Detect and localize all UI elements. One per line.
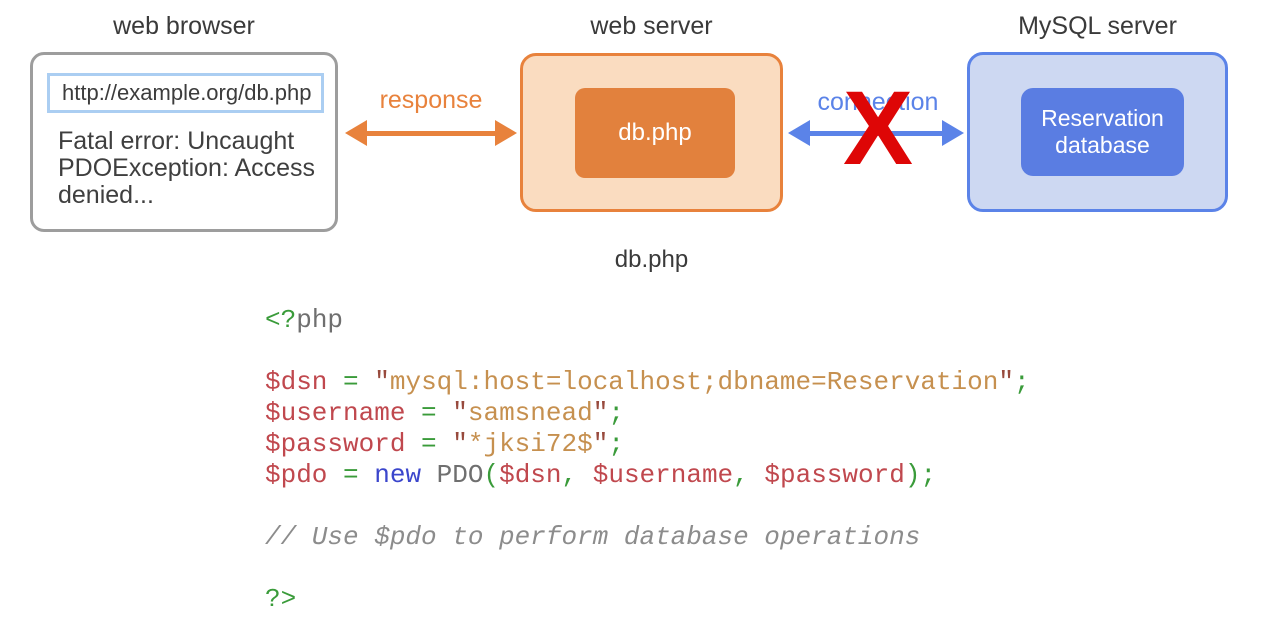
- error-line: PDOException: Access: [58, 154, 316, 182]
- reservation-database-label-line2: database: [1055, 132, 1150, 158]
- connection-arrow-line: [806, 131, 944, 136]
- dbphp-caption: db.php: [614, 246, 689, 273]
- browser-box: http://example.org/db.php Fatal error: U…: [30, 52, 338, 232]
- connection-label: connection: [817, 88, 939, 116]
- mysql-box: Reservation database: [967, 52, 1228, 212]
- error-line: Fatal error: Uncaught: [58, 127, 295, 155]
- dbphp-script-label: db.php: [618, 119, 692, 146]
- response-arrow-line: [363, 131, 499, 136]
- connection-arrow-left-head-icon: [788, 120, 810, 146]
- reservation-database-box: Reservation database: [1021, 88, 1184, 176]
- connection-arrow-right-head-icon: [942, 120, 964, 146]
- response-label: response: [379, 86, 483, 114]
- browser-title: web browser: [113, 12, 255, 40]
- error-line: denied...: [58, 181, 154, 209]
- address-bar: http://example.org/db.php: [47, 73, 324, 113]
- mysql-title: MySQL server: [1018, 12, 1177, 40]
- php-code: <?php $dsn = "mysql:host=localhost;dbnam…: [265, 305, 1030, 614]
- response-arrow-left-head-icon: [345, 120, 367, 146]
- reservation-database-label-line1: Reservation: [1041, 105, 1164, 131]
- connection-blocked-x-icon: X: [842, 69, 914, 187]
- response-arrow-right-head-icon: [495, 120, 517, 146]
- webserver-box: db.php: [520, 53, 783, 212]
- webserver-title: web server: [590, 12, 713, 40]
- dbphp-script-box: db.php: [575, 88, 735, 178]
- browser-error-message: Fatal error: Uncaught PDOException: Acce…: [58, 128, 315, 209]
- address-bar-url: http://example.org/db.php: [62, 80, 312, 105]
